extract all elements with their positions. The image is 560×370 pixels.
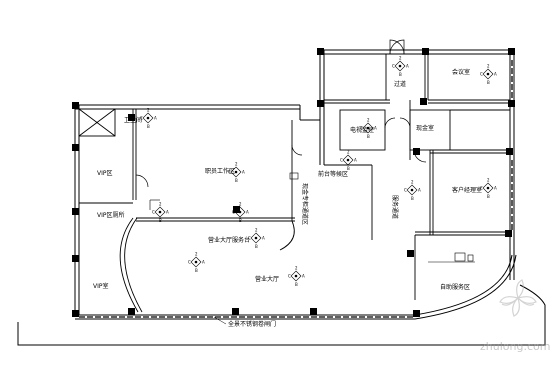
doors — [135, 39, 427, 188]
camera-tag-right: A — [154, 116, 157, 121]
room-staff-work: 职员工作区 — [205, 167, 235, 175]
camera-tag-top: 2 — [411, 180, 414, 185]
interior-walls — [78, 54, 510, 313]
camera-tag-left: C — [140, 116, 143, 121]
columns — [72, 48, 515, 317]
camera-icon: 2C AB — [404, 180, 421, 202]
camera-tag-left: C — [232, 210, 235, 215]
room-meeting: 会议室 — [452, 68, 470, 76]
camera-tag-top: 2 — [487, 178, 490, 183]
camera-tag-top: 2 — [295, 266, 298, 271]
camera-tag-right: A — [494, 72, 497, 77]
watermark: zhulong.com — [480, 279, 550, 353]
camera-icon: 2C AB — [188, 252, 205, 274]
camera-tag-top: 2 — [367, 118, 370, 123]
door-note-leader — [213, 316, 227, 325]
camera-icon: 2C AB — [248, 228, 265, 250]
camera-icon: 2C AB — [480, 178, 497, 200]
room-cash-channel: 现金专柜通道区 — [301, 183, 309, 225]
camera-tag-right: A — [406, 64, 409, 69]
camera-tag-bottom: B — [147, 124, 150, 129]
room-monitor: 电视监控 — [350, 126, 374, 134]
camera-tag-left: C — [480, 72, 483, 77]
room-passage: 过道 — [394, 80, 406, 88]
camera-icon: 2C AB — [340, 150, 357, 172]
camera-tag-bottom: B — [487, 194, 490, 199]
camera-tag-right: A — [242, 170, 245, 175]
camera-tag-left: C — [392, 64, 395, 69]
camera-tag-top: 2 — [255, 228, 258, 233]
glazing — [79, 60, 513, 318]
camera-tag-right: A — [202, 260, 205, 265]
room-toilet: 卫生间 — [124, 116, 142, 124]
watermark-text: zhulong.com — [480, 340, 550, 353]
camera-tag-left: C — [360, 126, 363, 131]
camera-tag-left: C — [228, 170, 231, 175]
camera-tag-bottom: B — [195, 268, 198, 273]
camera-tag-top: 2 — [159, 202, 162, 207]
room-vip-area: VIP区 — [97, 170, 113, 177]
camera-tag-left: C — [152, 210, 155, 215]
camera-tag-right: A — [302, 274, 305, 279]
camera-tag-top: 2 — [195, 252, 198, 257]
camera-icon: 2C AB — [288, 266, 305, 288]
camera-tag-bottom: B — [235, 178, 238, 183]
camera-icon: 2C AB — [228, 162, 245, 184]
camera-tag-right: A — [166, 210, 169, 215]
room-business-hall: 营业大厅 — [255, 275, 279, 283]
camera-tag-bottom: B — [399, 72, 402, 77]
outer-walls — [17, 49, 546, 346]
camera-tag-right: A — [262, 236, 265, 241]
camera-tag-right: A — [374, 126, 377, 131]
room-queue-area: 前台等候区 — [318, 170, 348, 178]
camera-tag-top: 2 — [239, 202, 242, 207]
camera-tag-bottom: B — [239, 218, 242, 223]
room-self-service: 自助服务区 — [440, 283, 470, 291]
camera-icon: 2C AB — [152, 202, 169, 224]
room-customer: 客户经理室 — [452, 186, 482, 194]
camera-icon: 2C AB — [480, 64, 497, 86]
camera-tag-bottom: B — [295, 282, 298, 287]
camera-tag-left: C — [340, 158, 343, 163]
camera-tag-bottom: B — [411, 196, 414, 201]
camera-tag-right: A — [246, 210, 249, 215]
camera-tag-right: A — [494, 186, 497, 191]
camera-tag-left: C — [480, 186, 483, 191]
camera-tag-top: 2 — [235, 162, 238, 167]
camera-icon: 2C AB — [360, 118, 377, 140]
camera-tag-bottom: B — [347, 166, 350, 171]
camera-tag-left: C — [288, 274, 291, 279]
camera-tag-bottom: B — [487, 80, 490, 85]
camera-tag-left: C — [248, 236, 251, 241]
room-vault: 现金室 — [416, 124, 434, 132]
camera-tag-top: 2 — [347, 150, 350, 155]
camera-tag-right: A — [354, 158, 357, 163]
camera-tag-top: 2 — [487, 64, 490, 69]
camera-icon: 2C AB — [392, 56, 409, 78]
camera-tag-bottom: B — [367, 134, 370, 139]
camera-tag-bottom: B — [255, 244, 258, 249]
camera-tag-left: C — [188, 260, 191, 265]
room-vip-toilet: VIP区厕所 — [97, 211, 125, 219]
room-corridor: 服务通道 — [391, 195, 399, 219]
room-hall-service: 营业大厅服务台 — [208, 236, 250, 244]
camera-tag-right: A — [418, 188, 421, 193]
equipment — [149, 172, 475, 263]
camera-tag-left: C — [404, 188, 407, 193]
camera-tag-bottom: B — [159, 218, 162, 223]
camera-icon: 2C AB — [232, 202, 249, 224]
camera-icon: 2C AB — [140, 108, 157, 130]
door-note: 全景不锈钢卷闸门 — [228, 320, 276, 328]
camera-tag-top: 2 — [399, 56, 402, 61]
room-vip-room: VIP室 — [93, 282, 109, 290]
camera-tag-top: 2 — [147, 108, 150, 113]
